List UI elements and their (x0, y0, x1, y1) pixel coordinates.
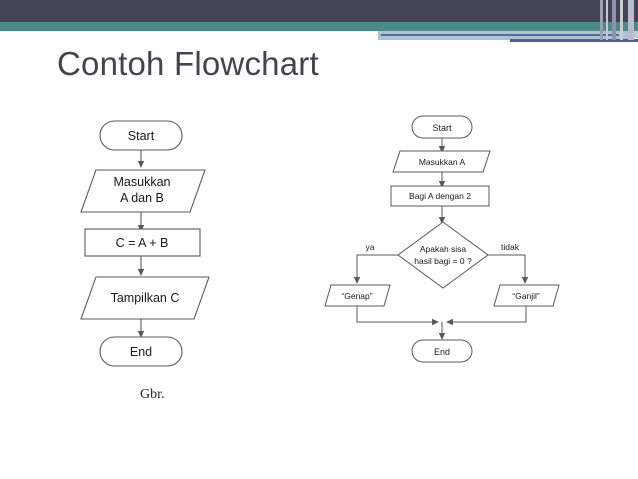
node-start-right[interactable]: Start (411, 115, 473, 139)
node-start-left-label: Start (128, 129, 155, 143)
header-teal-band (0, 22, 638, 31)
edge-label-tidak: tidak (501, 242, 520, 252)
node-ganjil-right[interactable]: “Ganjil” (493, 284, 560, 307)
connector-genap-to-junction (356, 306, 439, 326)
connector-decision-to-genap (353, 254, 398, 284)
node-input-right-label: Masukkan A (419, 157, 466, 167)
flowchart-ganjil-genap: Start Masukkan A Bagi A dengan 2 Apakah … (324, 115, 560, 363)
node-genap-right[interactable]: “Genap” (324, 284, 391, 307)
node-decision-right[interactable]: Apakah sisa hasil bagi = 0 ? (397, 221, 489, 289)
header-dark-band (0, 0, 638, 22)
node-process-left-label: C = A + B (116, 236, 169, 250)
connector-ganjil-to-junction (446, 306, 527, 326)
node-end-right[interactable]: End (411, 339, 473, 363)
header-navy-line-two (510, 39, 638, 42)
figure-caption: Gbr. (140, 387, 165, 402)
node-decision-label-line1: Apakah sisa (420, 244, 467, 254)
node-genap-label: “Genap” (341, 291, 372, 301)
node-output-left[interactable]: Tampilkan C (80, 276, 210, 320)
node-process-right[interactable]: Bagi A dengan 2 (390, 185, 490, 207)
node-input-left[interactable]: Masukkan A dan B (80, 169, 206, 213)
node-start-left[interactable]: Start (99, 120, 183, 151)
node-start-right-label: Start (432, 123, 452, 133)
node-output-left-label: Tampilkan C (111, 291, 180, 305)
flowchart-penjumlahan: Start Masukkan A dan B C = A + B Tampilk… (80, 120, 210, 367)
header-stripe-b (606, 0, 608, 40)
header-stripe-e (628, 0, 634, 40)
node-decision-label-line2: hasil bagi = 0 ? (414, 256, 472, 266)
page-title: Contoh Flowchart (57, 45, 319, 82)
node-end-right-label: End (434, 347, 450, 357)
node-input-right[interactable]: Masukkan A (392, 150, 491, 173)
node-process-right-label: Bagi A dengan 2 (409, 191, 471, 201)
header-navy-line-one (381, 34, 619, 36)
header-stripe-a (600, 0, 603, 40)
header-stripe-c (612, 0, 616, 40)
connector-decision-to-ganjil (488, 254, 529, 284)
node-input-left-label-line2: A dan B (120, 191, 164, 205)
node-ganjil-label: “Ganjil” (512, 291, 540, 301)
header-white-gap (0, 31, 378, 40)
header-stripe-d (620, 0, 623, 40)
node-end-left-label: End (130, 345, 152, 359)
node-process-left[interactable]: C = A + B (84, 228, 201, 257)
node-end-left[interactable]: End (99, 336, 183, 367)
node-input-left-label-line1: Masukkan (114, 175, 171, 189)
edge-label-ya: ya (366, 242, 375, 252)
